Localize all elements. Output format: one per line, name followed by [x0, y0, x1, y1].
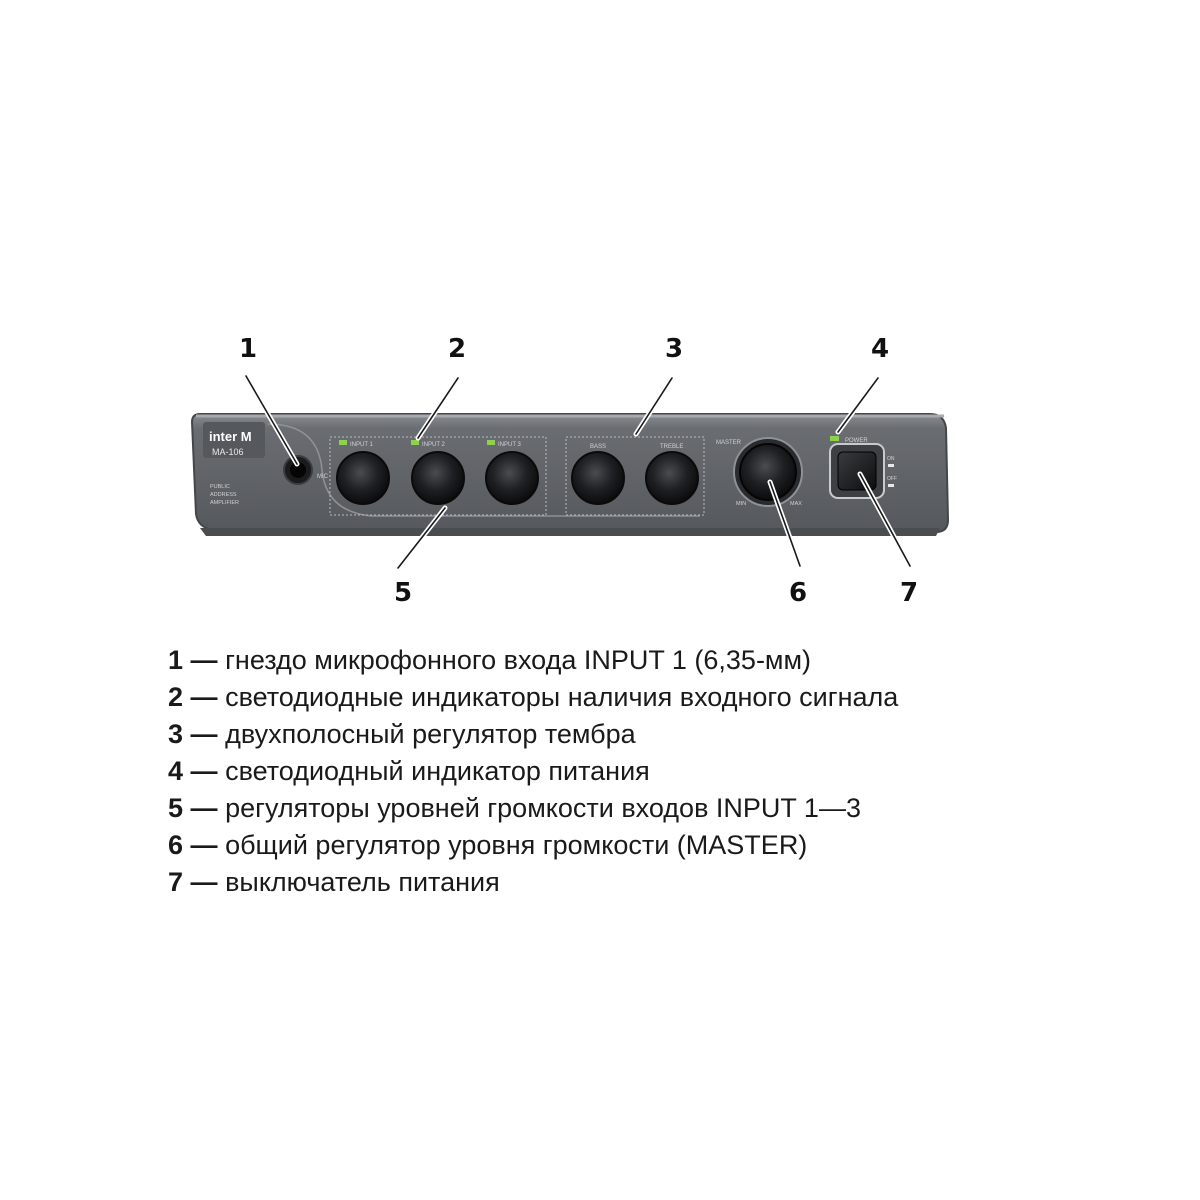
brand-logo: inter M	[209, 429, 252, 444]
leader-lines-core	[245, 375, 911, 569]
legend-item: 4 — светодиодный индикатор питания	[168, 753, 898, 790]
input-2-volume-knob[interactable]	[411, 451, 465, 505]
legend-number: 6	[168, 830, 184, 860]
legend-item: 2 — светодиодные индикаторы наличия вход…	[168, 679, 898, 716]
legend-number: 7	[168, 867, 184, 897]
callout-7: 7	[899, 578, 919, 608]
power-on-mark	[888, 464, 894, 467]
chassis-bottom-lip	[200, 528, 940, 536]
input-1-label: INPUT 1	[350, 442, 374, 448]
legend-number: 1	[168, 645, 184, 675]
input-3-volume-knob[interactable]	[485, 451, 539, 505]
legend-dash: —	[190, 793, 218, 823]
legend-item: 3 — двухполосный регулятор тембра	[168, 716, 898, 753]
legend-dash: —	[190, 756, 218, 786]
leader-line-6	[769, 481, 801, 567]
subtitle-line-1: PUBLIC	[210, 484, 230, 490]
master-max-label: MAX	[790, 501, 802, 507]
legend-item: 1 — гнездо микрофонного входа INPUT 1 (6…	[168, 642, 898, 679]
input-1-volume-knob[interactable]	[336, 451, 390, 505]
legend-item: 6 — общий регулятор уровня громкости (MA…	[168, 827, 898, 864]
legend-text: регуляторы уровней громкости входов INPU…	[225, 793, 861, 823]
leader-line-4	[837, 377, 879, 433]
model-label: MA-106	[212, 447, 244, 457]
legend-dash: —	[190, 645, 218, 675]
treble-label: TREBLE	[660, 444, 683, 450]
legend-dash: —	[190, 830, 218, 860]
legend-dash: —	[190, 867, 218, 897]
callout-3: 3	[664, 334, 684, 364]
callout-6: 6	[788, 578, 808, 608]
leader-line-1	[245, 375, 298, 465]
callout-1: 1	[238, 334, 258, 364]
master-label: MASTER	[716, 440, 742, 446]
power-led	[830, 436, 839, 441]
legend-text: гнездо микрофонного входа INPUT 1 (6,35-…	[225, 645, 812, 675]
power-label: POWER	[845, 438, 868, 444]
input-2-label: INPUT 2	[422, 442, 446, 448]
legend-text: выключатель питания	[225, 867, 500, 897]
input-2-led	[411, 440, 419, 445]
mic-jack-hole	[290, 462, 306, 478]
logo-panel	[203, 422, 265, 458]
legend-number: 3	[168, 719, 184, 749]
subtitle-line-2: ADDRESS	[210, 492, 237, 498]
legend-number: 5	[168, 793, 184, 823]
callout-4: 4	[870, 334, 890, 364]
callout-5: 5	[393, 578, 413, 608]
legend: 1 — гнездо микрофонного входа INPUT 1 (6…	[168, 642, 898, 901]
input-1-led	[339, 440, 347, 445]
callout-2: 2	[447, 334, 467, 364]
leader-line-5	[397, 507, 446, 569]
legend-number: 2	[168, 682, 184, 712]
legend-dash: —	[190, 682, 218, 712]
leader-line-3	[635, 377, 673, 435]
bass-knob[interactable]	[571, 451, 625, 505]
mic-label: MIC	[317, 474, 329, 480]
legend-dash: —	[190, 719, 218, 749]
input-3-led	[487, 440, 495, 445]
master-volume-knob[interactable]	[739, 443, 797, 501]
legend-text: светодиодный индикатор питания	[225, 756, 650, 786]
legend-item: 7 — выключатель питания	[168, 864, 898, 901]
master-min-label: MIN	[736, 501, 746, 507]
legend-text: двухполосный регулятор тембра	[225, 719, 636, 749]
amplifier-front-panel: inter M MA-106 PUBLIC ADDRESS AMPLIFIER …	[190, 373, 950, 571]
power-on-label: ON	[887, 456, 895, 462]
tone-section-box	[565, 436, 705, 516]
legend-number: 4	[168, 756, 184, 786]
treble-knob[interactable]	[645, 451, 699, 505]
leader-line-7	[859, 473, 911, 567]
legend-text: светодиодные индикаторы наличия входного…	[225, 682, 899, 712]
face-contour	[267, 423, 700, 517]
input-3-label: INPUT 3	[498, 442, 522, 448]
subtitle-line-3: AMPLIFIER	[210, 500, 239, 506]
power-switch[interactable]	[837, 451, 877, 491]
power-off-label: OFF	[887, 476, 897, 482]
legend-item: 5 — регуляторы уровней громкости входов …	[168, 790, 898, 827]
legend-text: общий регулятор уровня громкости (MASTER…	[225, 830, 808, 860]
leader-line-2	[417, 377, 459, 439]
bass-label: BASS	[590, 444, 606, 450]
power-off-mark	[888, 484, 894, 487]
